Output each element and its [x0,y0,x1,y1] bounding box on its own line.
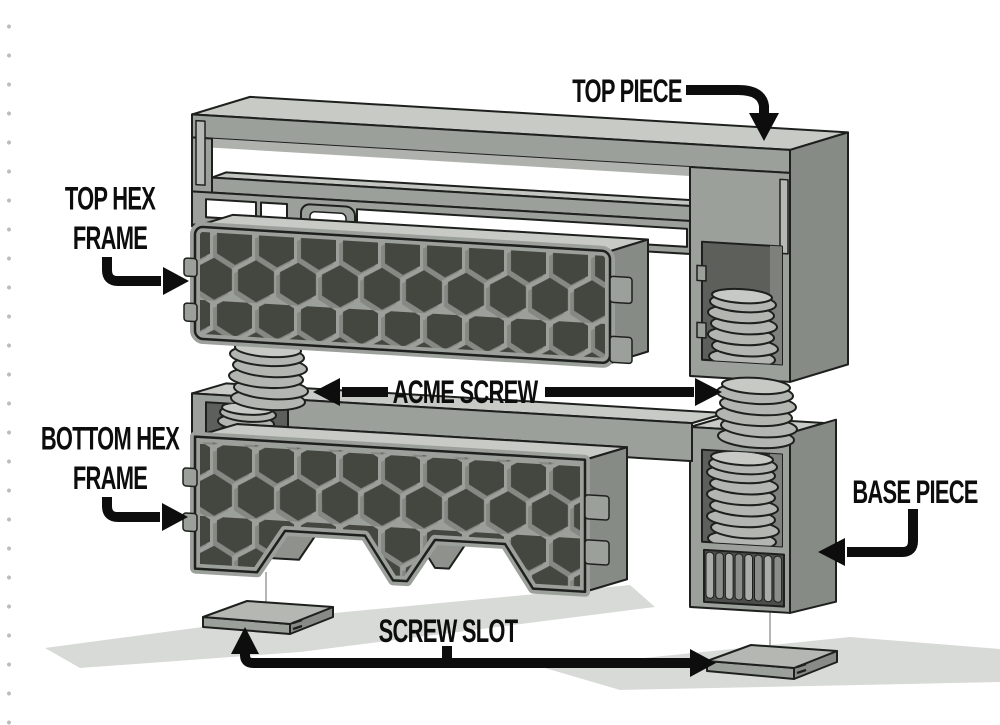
label-base-piece: BASE PIECE [852,474,978,511]
label-acme-screw: ACME SCREW [392,374,539,411]
acme-screw-arrow-right [545,378,722,406]
acme-screw-upper-right [707,287,779,365]
top-piece-shape [191,95,849,383]
label-top-piece: TOP PIECE [572,73,682,110]
label-bottom-hex-frame-line2: FRAME [72,461,148,497]
top-hex-frame-shape [183,213,649,366]
label-top-hex-frame-line1: TOP HEX [64,181,156,217]
acme-screw-lower-right [706,449,780,547]
acme-screw-arrow-left [313,378,388,406]
label-top-hex-frame-line2: FRAME [72,221,148,257]
label-bottom-hex-frame: BOTTOM HEX FRAME [22,419,197,499]
top-piece-arrow [686,85,779,141]
label-bottom-hex-frame-line1: BOTTOM HEX [40,421,180,457]
label-screw-slot: SCREW SLOT [378,613,518,650]
bellows-section [703,548,785,608]
acme-screw-left [228,339,309,412]
screw-slot-plate-left [202,600,334,635]
label-top-hex-frame: TOP HEX FRAME [22,179,197,259]
base-piece-arrow [818,509,918,566]
bottom-hex-frame-shape [182,423,629,594]
acme-screw-right [715,376,798,450]
bottom-hex-frame-arrow [102,497,188,531]
screw-slot-bracket-arrows [231,627,716,677]
top-hex-frame-arrow [102,257,189,295]
dotted-page-edge [0,0,12,725]
